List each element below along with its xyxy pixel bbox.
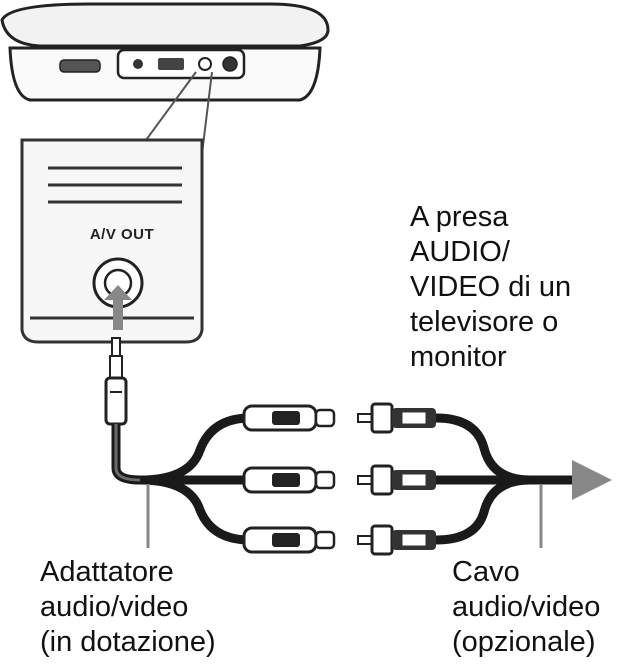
cable-rca-male-middle <box>357 464 436 496</box>
minijack-plug <box>104 337 128 426</box>
cable-label: Cavo audio/video (opzionale) <box>452 556 601 658</box>
headphone-jack-icon <box>222 56 238 72</box>
adapter-rca-female-bottom <box>242 526 336 554</box>
usb-port-icon <box>158 58 184 70</box>
enlarged-port-panel <box>20 138 204 344</box>
port-label: A/V OUT <box>89 226 155 243</box>
adapter-label: Adattatore audio/video (in dotazione) <box>40 556 216 658</box>
cable-rca-male-bottom <box>357 524 436 556</box>
dc-in-jack-icon <box>133 59 143 69</box>
av-out-jack-icon <box>198 57 212 71</box>
adapter-cable-branches <box>139 413 251 545</box>
optional-cable-branches <box>435 413 580 545</box>
cable-rca-male-top <box>357 402 436 434</box>
power-switch-icon <box>59 59 101 73</box>
adapter-rca-female-top <box>242 404 336 432</box>
adapter-rca-female-middle <box>242 466 336 494</box>
destination-label: A presa AUDIO/ VIDEO di un televisore o … <box>410 201 572 373</box>
dvd-player-device <box>0 2 330 102</box>
